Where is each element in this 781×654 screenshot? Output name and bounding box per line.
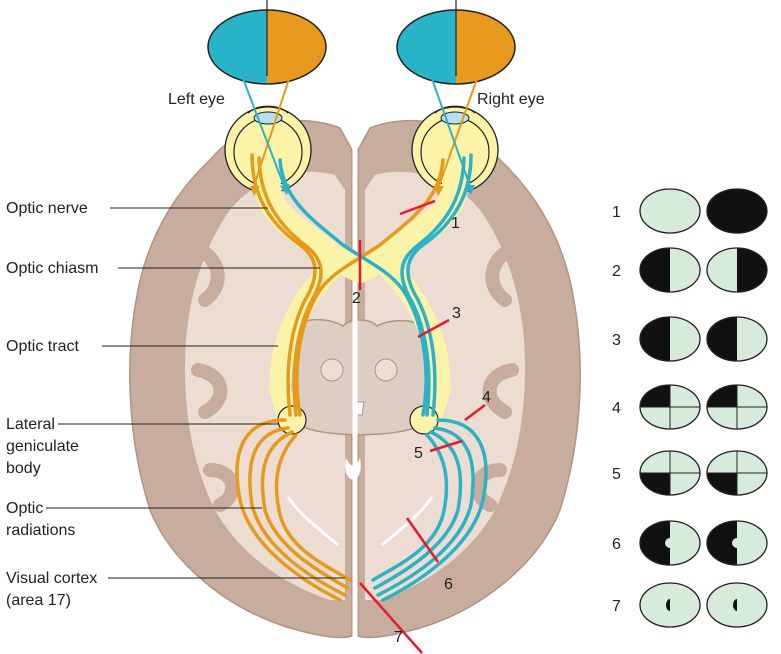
optic-nerve-label: Optic nerve [6, 200, 88, 217]
optic-radiations-label-line-2: radiations [6, 522, 75, 539]
visual-cortex-label-line-1: Visual cortex [6, 570, 97, 587]
defect-5-left-field [640, 451, 700, 495]
lesion-number-3: 3 [452, 305, 461, 322]
lesion-number-7: 7 [394, 629, 403, 646]
defect-row-number-6: 6 [612, 536, 621, 553]
field-defect-legend: 1 2 3 4 [612, 189, 767, 627]
defect-2-left-field [640, 248, 700, 292]
left-eye-label: Left eye [168, 91, 225, 108]
lgb-label-line-1: Lateral [6, 416, 55, 433]
defect-4-right-field [707, 385, 767, 429]
optic-tract-label: Optic tract [6, 338, 79, 355]
lesion-number-6: 6 [444, 576, 453, 593]
defect-row-number-1: 1 [612, 204, 621, 221]
defect-4-left-field [640, 385, 700, 429]
defect-1-right-field [707, 189, 767, 233]
brain [130, 121, 580, 640]
defect-3-left-field [640, 317, 700, 361]
right-eye-label: Right eye [477, 91, 545, 108]
lesion-number-2: 2 [352, 290, 361, 307]
lesion-number-1: 1 [451, 215, 460, 232]
lesion-number-5: 5 [414, 445, 423, 462]
defect-5-right-field [707, 451, 767, 495]
defect-6-left-field [640, 521, 700, 565]
lesion-number-4: 4 [482, 389, 491, 406]
defect-row-number-2: 2 [612, 263, 621, 280]
optic-radiations-label-line-1: Optic [6, 500, 43, 517]
right-visual-field [397, 0, 515, 84]
defect-row-number-3: 3 [612, 332, 621, 349]
cerebral-peduncle-left [321, 359, 343, 381]
defect-2-right-field [707, 248, 767, 292]
defect-7-left-field [640, 583, 700, 627]
defect-3-right-field [707, 317, 767, 361]
optic-chiasm-label: Optic chiasm [6, 260, 98, 277]
right-field-nasal-half [456, 10, 515, 84]
defect-row-number-7: 7 [612, 598, 621, 615]
visual-cortex-label-line-2: (area 17) [6, 592, 71, 609]
defect-7-right-field [707, 583, 767, 627]
lgb-label-line-3: body [6, 460, 41, 477]
defect-row-number-4: 4 [612, 400, 621, 417]
defect-6-right-field [707, 521, 767, 565]
left-field-nasal-half [267, 10, 326, 84]
defect-row-number-5: 5 [612, 466, 621, 483]
right-field-temporal-half [397, 10, 456, 84]
left-field-temporal-half [208, 10, 267, 84]
left-visual-field [208, 0, 326, 84]
defect-1-left-field [640, 189, 700, 233]
cerebral-peduncle-right [375, 359, 397, 381]
lgb-label-line-2: geniculate [6, 438, 79, 455]
